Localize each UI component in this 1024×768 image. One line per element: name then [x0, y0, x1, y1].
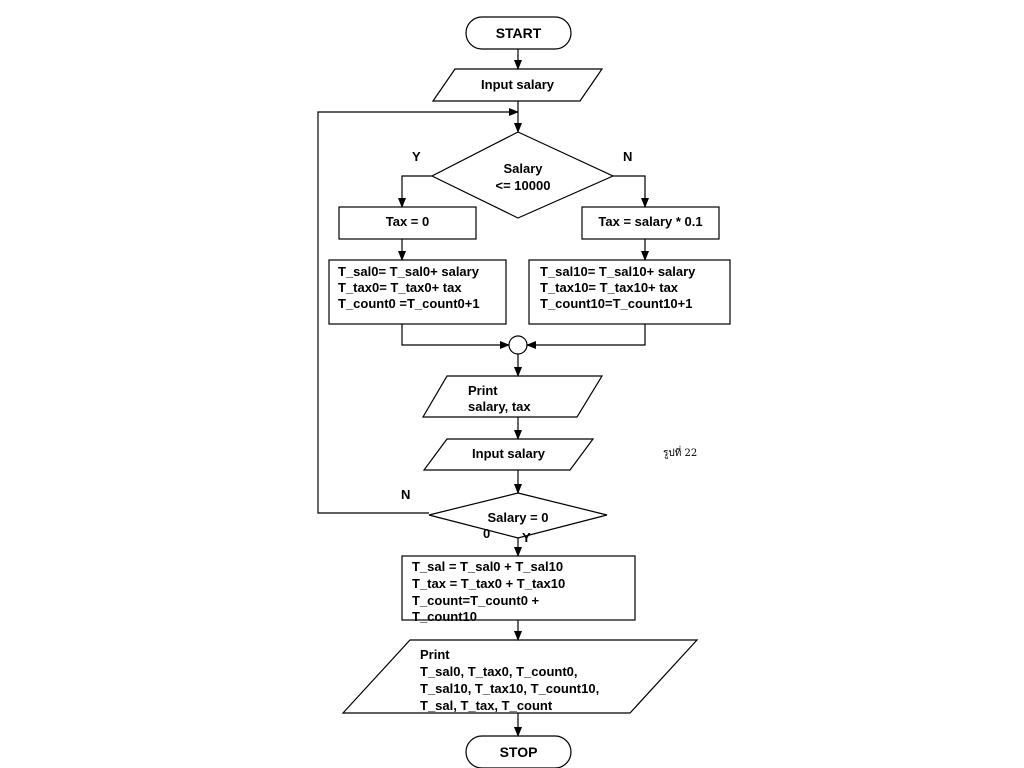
tax-rate-box	[581, 206, 720, 240]
figure-caption: รูปที่ 22	[663, 448, 698, 459]
decision2-extra-label: 0	[483, 526, 491, 541]
print2-line1: Print	[420, 647, 450, 662]
totals-line1: T_sal = T_sal0 + T_sal10	[412, 559, 564, 574]
tax-zero-box	[338, 206, 477, 240]
print2-line3: T_sal10, T_tax10, T_count10,	[420, 681, 600, 696]
print-totals-parallelogram	[341, 639, 699, 714]
input-salary-parallelogram	[431, 68, 604, 102]
decision1-line2: <= 10000	[495, 178, 551, 193]
input-salary-again-label: Input salary	[472, 446, 545, 461]
salary-threshold-decision	[430, 131, 615, 219]
accum10-line2: T_tax10= T_tax10+ tax	[540, 280, 679, 295]
decision2-label: Salary = 0	[487, 510, 549, 525]
accum10-line3: T_count10=T_count10+1	[540, 296, 693, 311]
stop-label: STOP	[499, 744, 538, 760]
print2-line2: T_sal0, T_tax0, T_count0,	[420, 664, 578, 679]
accum0-line2: T_tax0= T_tax0+ tax	[338, 280, 462, 295]
input-salary-again-parallelogram	[422, 438, 595, 471]
tax-zero-label: Tax = 0	[385, 214, 430, 229]
input-salary-label: Input salary	[481, 77, 554, 92]
print1-line2: salary, tax	[468, 399, 531, 414]
accum0-line1: T_sal0= T_sal0+ salary	[338, 264, 479, 279]
totals-line4: T_count10	[412, 609, 478, 624]
arrow-low-to-merge	[401, 324, 510, 349]
arrow-yes-to-tax-zero	[398, 175, 432, 208]
accumulate-low-box	[328, 259, 507, 325]
arrow-high-to-merge	[526, 324, 646, 349]
accumulate-high-box	[528, 259, 731, 325]
totals-line3: T_count=T_count0 +	[412, 593, 540, 608]
start-label: START	[495, 25, 542, 41]
accum0-line3: T_count0 =T_count0+1	[338, 296, 480, 311]
print2-line4: T_sal, T_tax, T_count	[420, 698, 553, 713]
totals-line2: T_tax = T_tax0 + T_tax10	[412, 576, 566, 591]
arrow-no-to-tax-rate	[613, 175, 649, 208]
print1-line1: Print	[468, 383, 498, 398]
no-label-2: N	[401, 487, 411, 502]
tax-rate-label: Tax = salary * 0.1	[598, 214, 703, 229]
no-label-1: N	[623, 149, 633, 164]
decision1-line1: Salary	[503, 161, 543, 176]
yes-label-1: Y	[412, 149, 421, 164]
print-salary-tax-parallelogram	[421, 375, 604, 418]
yes-label-2: Y	[522, 530, 531, 545]
arrow-loop-back	[317, 108, 519, 514]
accum10-line1: T_sal10= T_sal10+ salary	[540, 264, 696, 279]
merge-connector	[508, 335, 528, 355]
